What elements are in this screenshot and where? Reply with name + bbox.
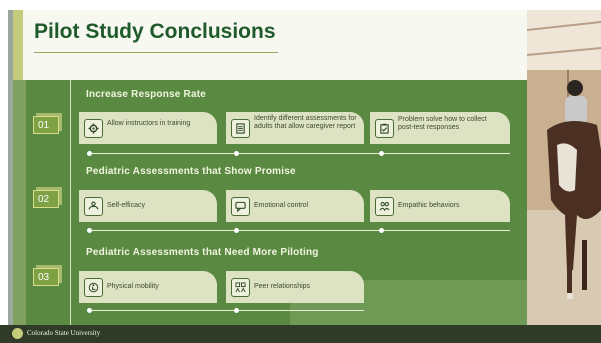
timeline-dot <box>234 308 239 313</box>
gear-icon <box>84 119 103 138</box>
timeline-dot <box>234 228 239 233</box>
section-number-03: 03 <box>33 268 59 286</box>
section-heading-response-rate: Increase Response Rate <box>86 89 207 100</box>
document-icon <box>231 119 250 138</box>
timeline-dot <box>87 151 92 156</box>
card-label: Identify different assessments for adult… <box>254 115 357 130</box>
timeline-vertical-line <box>70 80 71 325</box>
card-label: Empathic behaviors <box>398 202 460 209</box>
title-accent-bar <box>13 10 23 80</box>
card-post-test-responses: Problem solve how to collect post-test r… <box>370 112 510 144</box>
footer-university-name: Colorado State University <box>27 329 101 337</box>
card-label: Emotional control <box>254 202 309 209</box>
csu-ram-logo-icon <box>12 328 23 339</box>
section-heading-show-promise: Pediatric Assessments that Show Promise <box>86 166 296 177</box>
section-heading-more-piloting: Pediatric Assessments that Need More Pil… <box>86 247 319 258</box>
timeline-track-1 <box>89 153 510 154</box>
timeline-dot <box>379 151 384 156</box>
card-physical-mobility: Physical mobility <box>79 271 217 303</box>
panel-left-strip <box>13 80 26 325</box>
card-emotional-control: Emotional control <box>226 190 364 222</box>
card-peer-relationships: Peer relationships <box>226 271 364 303</box>
left-accent-bar <box>8 10 13 330</box>
card-allow-instructors: Allow instructors in training <box>79 112 217 144</box>
footer-bar <box>0 325 601 343</box>
card-label: Allow instructors in training <box>107 120 191 127</box>
clipboard-icon <box>375 119 394 138</box>
card-self-efficacy: Self-efficacy <box>79 190 217 222</box>
card-label: Self-efficacy <box>107 202 145 209</box>
timeline-dot <box>87 228 92 233</box>
wheelchair-icon <box>84 278 103 297</box>
people-icon <box>375 197 394 216</box>
timeline-track-2 <box>89 230 510 231</box>
timeline-dot <box>87 308 92 313</box>
card-label: Problem solve how to collect post-test r… <box>398 116 487 131</box>
title-area <box>13 10 527 80</box>
card-empathic-behaviors: Empathic behaviors <box>370 190 510 222</box>
section-number-02: 02 <box>33 190 59 208</box>
slide-title: Pilot Study Conclusions <box>34 20 276 43</box>
section-number-01: 01 <box>33 116 59 134</box>
card-label: Physical mobility <box>107 283 159 290</box>
timeline-track-3 <box>89 310 364 311</box>
card-label: Peer relationships <box>254 283 311 290</box>
group-icon <box>231 278 250 297</box>
timeline-dot <box>234 151 239 156</box>
title-underline <box>34 52 278 53</box>
card-identify-assessments: Identify different assessments for adult… <box>226 112 364 144</box>
hands-icon <box>84 197 103 216</box>
therapeutic-riding-photo <box>527 10 601 330</box>
chat-icon <box>231 197 250 216</box>
timeline-dot <box>379 228 384 233</box>
